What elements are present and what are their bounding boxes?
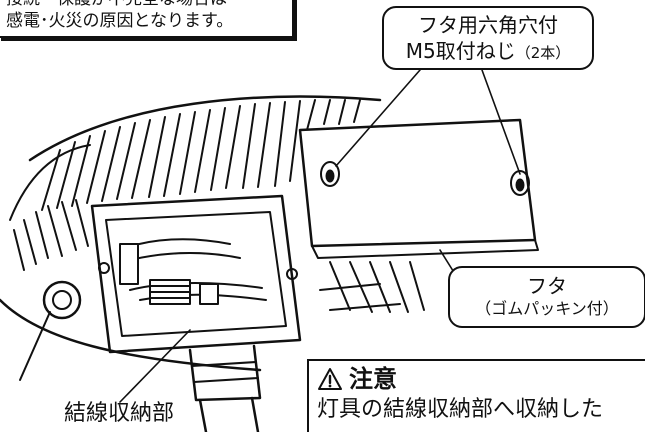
cooling-fins-left xyxy=(13,199,89,271)
cooling-fins-right xyxy=(319,261,425,313)
label-wiring-storage: 結線収納部 xyxy=(64,401,175,426)
caution-box: 注意 灯具の結線収納部へ収納した xyxy=(307,359,645,432)
caution-heading-text: 注意 xyxy=(349,365,397,393)
storage-compartment xyxy=(90,194,302,354)
warning-note: 接続・保護が不完全な場合は 感電･火災の原因となります。 xyxy=(0,0,294,38)
callout-screw-line1: フタ用六角穴付 xyxy=(418,13,558,37)
callout-cover-screw: フタ用六角穴付 M5取付ねじ（2本） xyxy=(382,6,594,70)
cable xyxy=(198,396,260,432)
mounting-bolt xyxy=(42,280,82,320)
cover-screw-right-center xyxy=(515,178,525,192)
warning-note-line2: 感電･火災の原因となります。 xyxy=(6,11,234,31)
compartment-screw-right xyxy=(286,268,298,280)
cover-screw-left xyxy=(320,161,340,187)
compartment-screw-left xyxy=(98,262,110,274)
housing-left-edge xyxy=(9,144,91,221)
callout-screw-line2-main: M5取付ねじ xyxy=(405,39,516,63)
wiring xyxy=(119,238,267,305)
callout-cover: フタ （ゴムパッキン付） xyxy=(448,266,645,328)
callout-cover-line2: （ゴムパッキン付） xyxy=(475,299,619,318)
housing-top-edge xyxy=(28,95,382,162)
warning-triangle-icon xyxy=(318,368,342,390)
warning-note-line1: 接続・保護が不完全な場合は xyxy=(6,0,286,10)
callout-screw-line2-qty: （2本） xyxy=(515,44,571,62)
storage-compartment-inner xyxy=(105,211,287,337)
caution-body: 灯具の結線収納部へ収納した xyxy=(317,397,604,422)
leader-lines xyxy=(119,69,521,403)
callout-cover-line1: フタ xyxy=(527,274,567,298)
cover-plate-edge xyxy=(311,239,539,259)
caution-heading: 注意 xyxy=(317,363,642,395)
callout-screw-line2: M5取付ねじ（2本） xyxy=(384,38,592,66)
cooling-fins-top xyxy=(41,99,361,211)
cover-screw-left-center xyxy=(325,169,335,183)
cable-gland xyxy=(188,344,262,402)
cover-screw-right xyxy=(510,170,530,196)
